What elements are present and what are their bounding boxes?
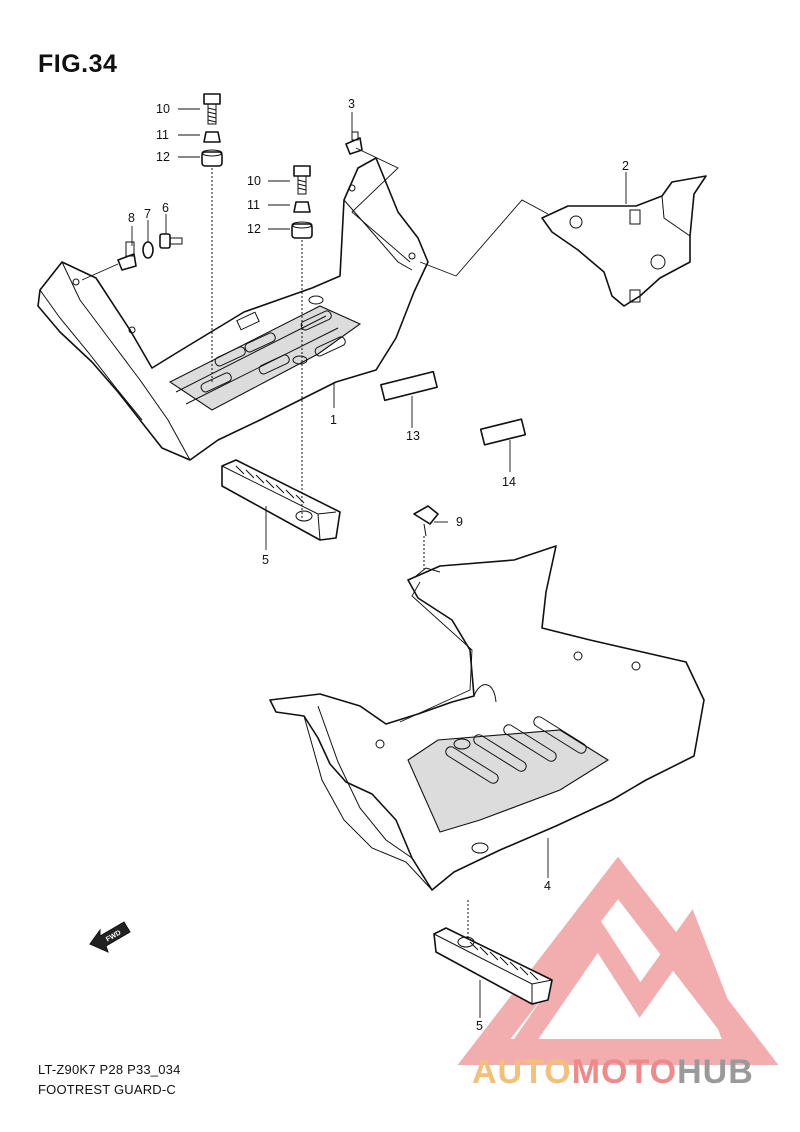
footer-code: LT-Z90K7 P28 P33_034 xyxy=(38,1062,181,1077)
nut-11-upper xyxy=(203,131,221,143)
callout-6: 6 xyxy=(162,201,169,215)
bolt-10-lower xyxy=(293,165,311,195)
callout-12-upper: 12 xyxy=(156,150,170,164)
pad-part-13 xyxy=(380,370,438,402)
footrest-guard-left xyxy=(37,157,429,461)
grommet-8 xyxy=(117,241,137,271)
footer-name: FOOTREST GUARD-C xyxy=(38,1082,177,1097)
collar-12-upper xyxy=(201,149,223,167)
callout-5-upper: 5 xyxy=(262,553,269,567)
watermark-text: AUTOMOTOHUB xyxy=(472,1053,754,1091)
watermark-m-icon xyxy=(511,909,746,1054)
watermark-text-hub: HUB xyxy=(677,1053,754,1091)
callout-8: 8 xyxy=(128,211,135,225)
watermark xyxy=(457,856,779,1065)
watermark-text-moto: MOTO xyxy=(572,1053,677,1091)
callout-2: 2 xyxy=(622,159,629,173)
washer-7 xyxy=(142,241,154,259)
callout-4: 4 xyxy=(544,879,551,893)
callout-11-lower: 11 xyxy=(247,198,260,212)
callout-7: 7 xyxy=(144,207,151,221)
screw-6 xyxy=(159,233,183,249)
pad-part-14 xyxy=(479,418,527,446)
callout-5-lower: 5 xyxy=(476,1019,483,1033)
callout-3: 3 xyxy=(348,97,355,111)
callout-14: 14 xyxy=(502,475,516,489)
callout-11-upper: 11 xyxy=(156,128,169,142)
callout-9: 9 xyxy=(456,515,463,529)
bolt-10-upper xyxy=(203,93,221,125)
bracket-part-2 xyxy=(541,175,707,307)
figure-title: FIG.34 xyxy=(38,50,118,78)
fwd-arrow-icon: FWD xyxy=(89,921,131,953)
foot-pad-lower xyxy=(433,927,553,1005)
callout-12-lower: 12 xyxy=(247,222,261,236)
foot-pad-upper xyxy=(221,459,341,541)
callout-10-upper: 10 xyxy=(156,102,170,116)
rivet-9 xyxy=(413,505,439,537)
callout-10-lower: 10 xyxy=(247,174,261,188)
callout-13: 13 xyxy=(406,429,420,443)
nut-11-lower xyxy=(293,201,311,213)
watermark-triangle-icon xyxy=(457,856,779,1065)
collar-12-lower xyxy=(291,221,313,239)
watermark-text-auto: AUTO xyxy=(472,1053,572,1091)
footrest-guard-right xyxy=(269,545,705,891)
callout-1: 1 xyxy=(330,413,337,427)
clip-3 xyxy=(345,131,363,155)
